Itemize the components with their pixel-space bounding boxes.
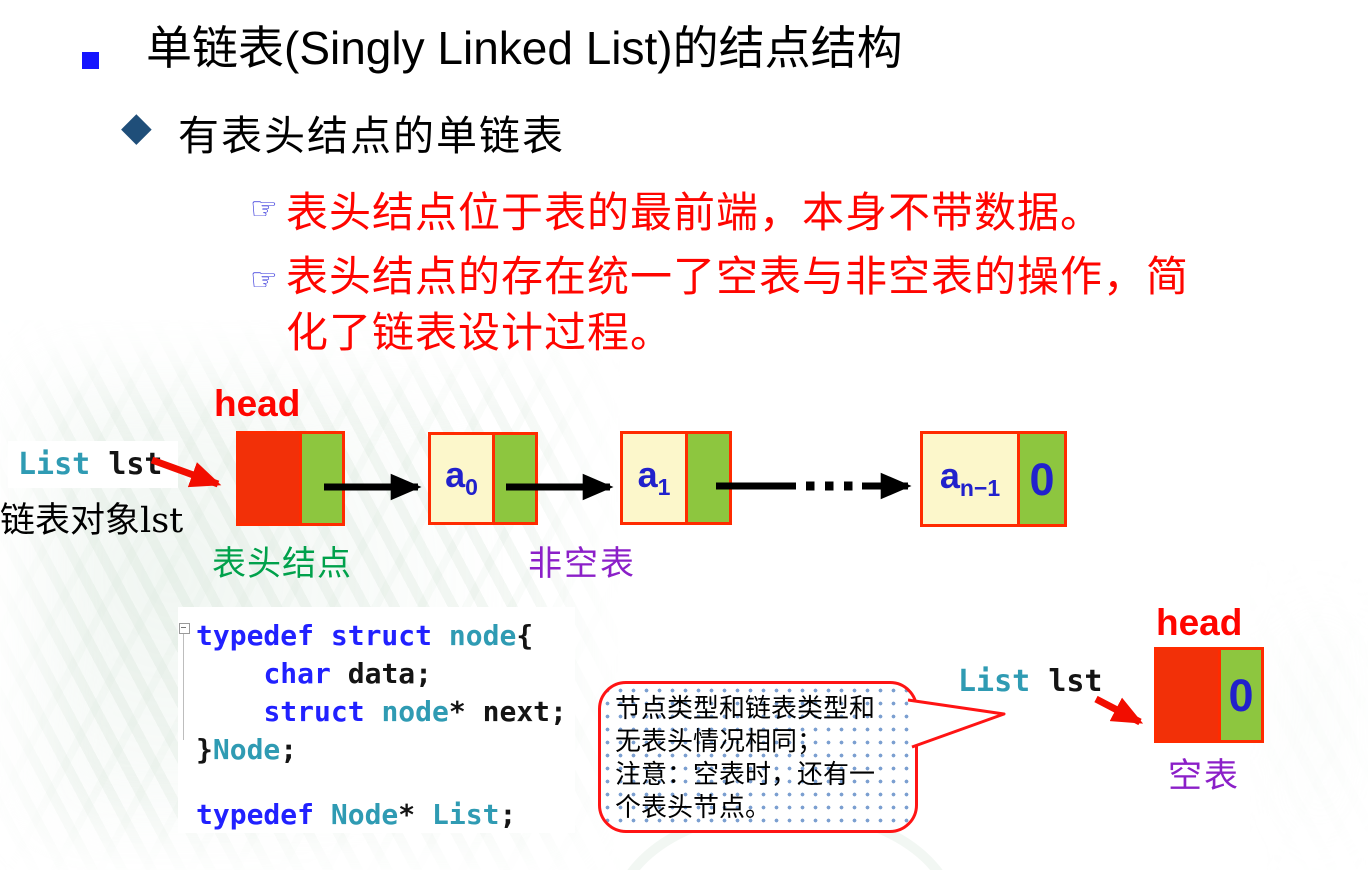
- empty-head-node: 0: [1154, 647, 1264, 743]
- lst-pointer-arrow-empty: [1094, 695, 1144, 726]
- nonempty-list-caption: 非空表: [528, 544, 636, 584]
- list-type-token: List: [18, 447, 109, 482]
- node-a1-next-cell: [688, 434, 729, 522]
- node-a0-data-cell: a0: [431, 435, 492, 522]
- node-an-1-data-cell: an−1: [923, 434, 1017, 524]
- empty-list-caption: 空表: [1168, 756, 1240, 796]
- pointing-hand-icon: ☞: [250, 262, 278, 297]
- code-line-1: typedef struct node{: [196, 619, 534, 652]
- node-a0: a0: [428, 432, 538, 525]
- point-1-line-1: 表头结点位于表的最前端，本身不带数据。: [286, 188, 1104, 237]
- code-fold-line: [183, 634, 184, 740]
- head-pointer-label: head: [214, 383, 301, 424]
- diamond-bullet-icon: ◆: [121, 105, 152, 149]
- bubble-tail: [907, 698, 1006, 749]
- point-2: 表头结点的存在统一了空表与非空表的操作，简 化了链表设计过程。: [286, 249, 1189, 361]
- node-an-1-next-cell: 0: [1020, 434, 1064, 524]
- head-node: [236, 431, 345, 526]
- subtitle: 有表头结点的单链表: [178, 112, 565, 160]
- head-node-next-cell: [302, 434, 342, 523]
- bubble-line-1: 节点类型和链表类型和: [615, 694, 876, 724]
- bubble-line-2: 无表头情况相同；: [615, 727, 824, 757]
- head-node-data-cell: [239, 434, 299, 523]
- node-a0-next-cell: [495, 435, 535, 522]
- node-an-1: an−1 0: [920, 431, 1067, 527]
- node-a1-data-cell: a1: [623, 434, 685, 522]
- list-lst-code-label-empty: List lst: [958, 664, 1103, 699]
- lst-var-token: lst: [108, 447, 163, 482]
- node-a1: a1: [620, 431, 732, 525]
- code-fold-marker: [179, 623, 190, 634]
- pointing-hand-icon: ☞: [250, 191, 278, 226]
- node-a1-label: a1: [637, 453, 671, 501]
- point-2-line-1: 表头结点的存在统一了空表与非空表的操作，简: [286, 252, 1190, 301]
- slide-title: 单链表(Singly Linked List)的结点结构: [146, 22, 903, 74]
- null-pointer-value: 0: [1029, 453, 1055, 505]
- code-line-6: typedef Node* List;: [196, 798, 517, 831]
- node-an-1-label: an−1: [939, 454, 1001, 502]
- code-line-3: struct node* next;: [263, 695, 567, 728]
- point-2-line-2: 化了链表设计过程。: [286, 308, 674, 357]
- circuit-watermark-right: [1250, 560, 1368, 870]
- point-1: 表头结点位于表的最前端，本身不带数据。: [286, 185, 1103, 241]
- code-line-4: }Node;: [196, 733, 298, 766]
- code-line-5: [196, 769, 575, 796]
- bubble-line-3: 注意：空表时，还有一: [615, 760, 876, 790]
- bubble-line-4: 个表头节点。: [615, 793, 772, 823]
- lst-var-token: lst: [1048, 664, 1103, 699]
- title-bullet-square: [82, 52, 99, 69]
- empty-head-node-next-cell: 0: [1221, 650, 1261, 740]
- head-pointer-label-empty: head: [1156, 602, 1243, 643]
- list-lst-code-label: List lst: [8, 441, 178, 488]
- code-line-2: char data;: [263, 657, 433, 690]
- list-object-caption: 链表对象lst: [0, 501, 184, 541]
- list-type-token: List: [958, 664, 1049, 699]
- empty-head-node-data-cell: [1157, 650, 1218, 740]
- null-pointer-value: 0: [1228, 669, 1254, 721]
- head-node-caption: 表头结点: [212, 544, 352, 584]
- callout-bubble: 节点类型和链表类型和 无表头情况相同； 注意：空表时，还有一 个表头节点。: [598, 681, 918, 833]
- code-panel: typedef struct node{ char data; struct n…: [178, 607, 575, 833]
- node-a0-label: a0: [445, 454, 478, 501]
